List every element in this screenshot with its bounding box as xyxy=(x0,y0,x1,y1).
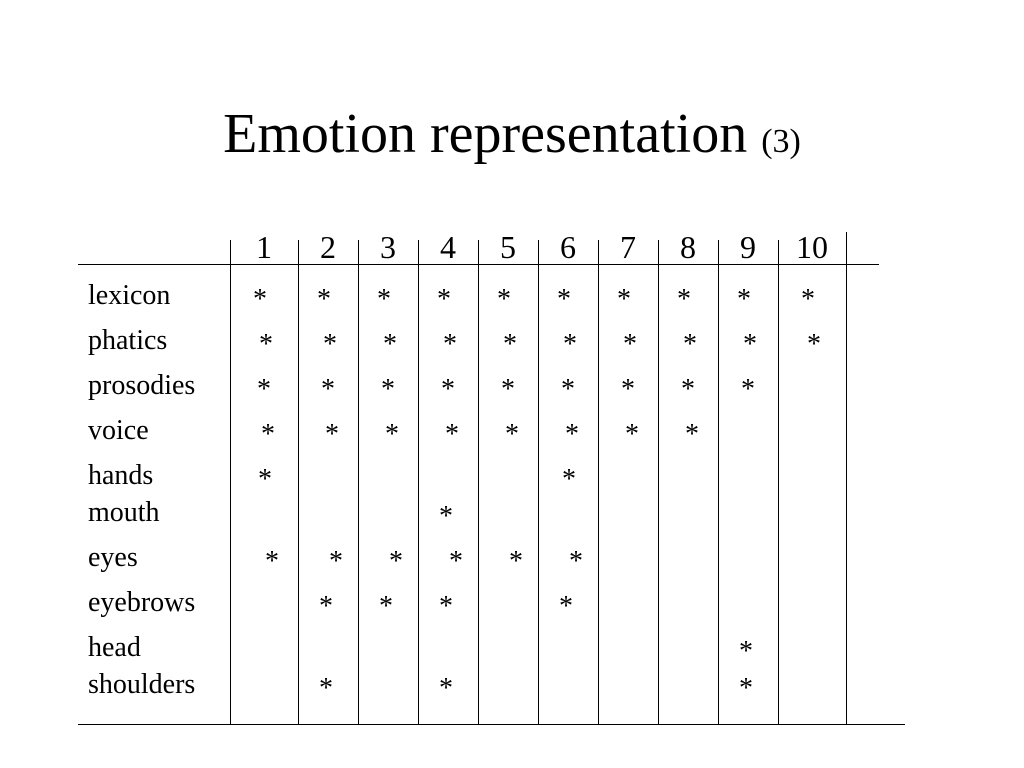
mark-cell: * xyxy=(258,464,272,495)
bottom-rule xyxy=(78,724,905,725)
mark-cell: * xyxy=(741,374,755,405)
column-header: 5 xyxy=(500,229,516,265)
mark-cell: * xyxy=(319,673,333,704)
mark-cell: * xyxy=(565,419,579,450)
mark-cell: * xyxy=(329,546,343,577)
mark-cell: * xyxy=(383,329,397,360)
column-header: 7 xyxy=(620,229,636,265)
mark-cell: * xyxy=(625,419,639,450)
mark-cell: * xyxy=(443,329,457,360)
column-divider xyxy=(718,240,719,724)
mark-cell: * xyxy=(562,464,576,495)
mark-cell: * xyxy=(683,329,697,360)
mark-cell: * xyxy=(563,329,577,360)
column-header: 9 xyxy=(740,229,756,265)
column-divider xyxy=(358,240,359,724)
mark-cell: * xyxy=(509,546,523,577)
column-header: 10 xyxy=(796,229,828,265)
mark-cell: * xyxy=(807,329,821,360)
mark-cell: * xyxy=(265,546,279,577)
mark-cell: * xyxy=(445,419,459,450)
mark-cell: * xyxy=(319,591,333,622)
row-label: hands xyxy=(88,460,154,491)
column-header: 3 xyxy=(380,229,396,265)
mark-cell: * xyxy=(739,673,753,704)
mark-cell: * xyxy=(743,329,757,360)
mark-cell: * xyxy=(569,546,583,577)
column-divider xyxy=(478,240,479,724)
mark-cell: * xyxy=(617,284,631,315)
mark-cell: * xyxy=(685,419,699,450)
column-header: 2 xyxy=(320,229,336,265)
column-header: 8 xyxy=(680,229,696,265)
row-label: phatics xyxy=(88,325,168,356)
mark-cell: * xyxy=(377,284,391,315)
title-suffix: (3) xyxy=(761,123,801,160)
mark-cell: * xyxy=(505,419,519,450)
column-header: 6 xyxy=(560,229,576,265)
mark-cell: * xyxy=(253,284,267,315)
row-label: eyes xyxy=(88,542,138,573)
row-label: mouth xyxy=(88,497,160,528)
mark-cell: * xyxy=(385,419,399,450)
mark-cell: * xyxy=(439,591,453,622)
mark-cell: * xyxy=(739,636,753,667)
mark-cell: * xyxy=(257,374,271,405)
mark-cell: * xyxy=(557,284,571,315)
row-label: prosodies xyxy=(88,370,196,401)
column-divider xyxy=(846,232,847,724)
mark-cell: * xyxy=(441,374,455,405)
mark-cell: * xyxy=(261,419,275,450)
row-label: voice xyxy=(88,415,149,446)
column-divider xyxy=(418,240,419,724)
mark-cell: * xyxy=(677,284,691,315)
column-header: 4 xyxy=(440,229,456,265)
mark-cell: * xyxy=(325,419,339,450)
mark-cell: * xyxy=(437,284,451,315)
mark-cell: * xyxy=(503,329,517,360)
column-header: 1 xyxy=(256,229,272,265)
mark-cell: * xyxy=(317,284,331,315)
mark-cell: * xyxy=(559,591,573,622)
row-label: lexicon xyxy=(88,280,171,311)
slide-title: Emotion representation (3) xyxy=(0,98,1024,178)
mark-cell: * xyxy=(449,546,463,577)
title-text: Emotion representation xyxy=(223,103,748,165)
mark-cell: * xyxy=(737,284,751,315)
mark-cell: * xyxy=(561,374,575,405)
mark-cell: * xyxy=(681,374,695,405)
column-divider xyxy=(658,240,659,724)
mark-cell: * xyxy=(389,546,403,577)
row-label: head xyxy=(88,632,141,663)
mark-cell: * xyxy=(321,374,335,405)
mark-cell: * xyxy=(323,329,337,360)
row-label: eyebrows xyxy=(88,587,196,618)
mark-cell: * xyxy=(501,374,515,405)
column-divider xyxy=(538,240,539,724)
mark-cell: * xyxy=(801,284,815,315)
row-label: shoulders xyxy=(88,669,196,700)
mark-cell: * xyxy=(439,501,453,532)
column-divider xyxy=(778,240,779,724)
mark-cell: * xyxy=(379,591,393,622)
mark-cell: * xyxy=(381,374,395,405)
mark-cell: * xyxy=(497,284,511,315)
mark-cell: * xyxy=(623,329,637,360)
mark-cell: * xyxy=(621,374,635,405)
column-divider xyxy=(298,240,299,724)
column-divider xyxy=(598,240,599,724)
column-divider xyxy=(230,240,231,724)
mark-cell: * xyxy=(259,329,273,360)
mark-cell: * xyxy=(439,673,453,704)
